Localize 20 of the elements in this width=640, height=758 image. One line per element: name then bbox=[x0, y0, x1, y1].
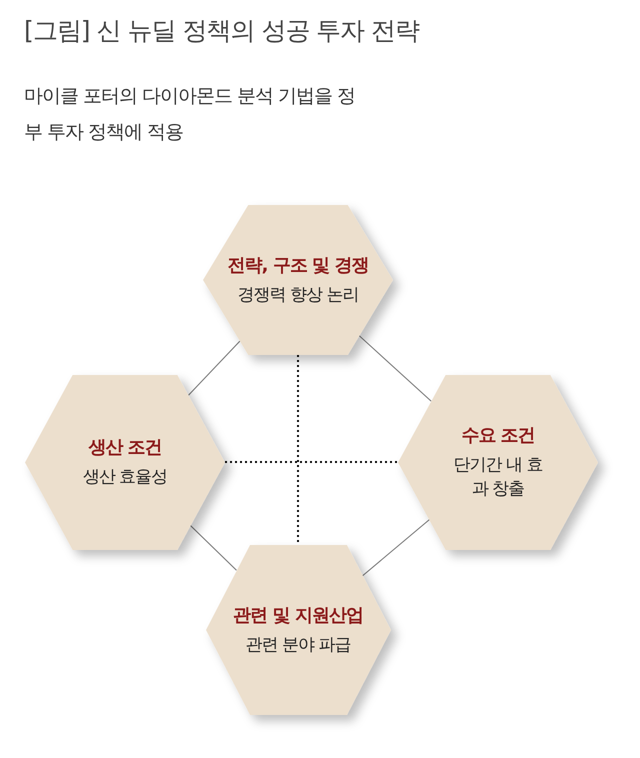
hexagon bbox=[398, 374, 598, 550]
connector-line bbox=[362, 519, 430, 576]
heading-text: 수요 조건 bbox=[461, 424, 535, 448]
dotted-line bbox=[225, 461, 398, 463]
body-text: 관련 분야 파급 bbox=[246, 634, 350, 657]
hexagon bbox=[25, 374, 225, 550]
body-text: 생산 효율성 bbox=[82, 466, 168, 489]
heading-text: 관련 및 지원산업 bbox=[233, 604, 363, 628]
title: [그림] 신 뉴딜 정책의 성공 투자 전략 bbox=[24, 15, 420, 47]
subtitle: 마이클 포터의 다이아몬드 분석 기법을 정부 투자 정책에 적용 bbox=[24, 84, 356, 145]
connector-line bbox=[358, 335, 432, 402]
heading-text: 전략, 구조 및 경쟁 bbox=[228, 254, 368, 278]
body-text: 경쟁력 향상 논리 bbox=[238, 284, 358, 307]
hexagon bbox=[203, 205, 393, 355]
connector-line bbox=[188, 340, 240, 396]
heading-text: 생산 조건 bbox=[88, 436, 162, 460]
dotted-line bbox=[297, 355, 299, 545]
body-text: 단기간 내 효과 창출 bbox=[453, 454, 543, 501]
connector-line bbox=[190, 525, 237, 571]
hexagon bbox=[206, 545, 390, 715]
